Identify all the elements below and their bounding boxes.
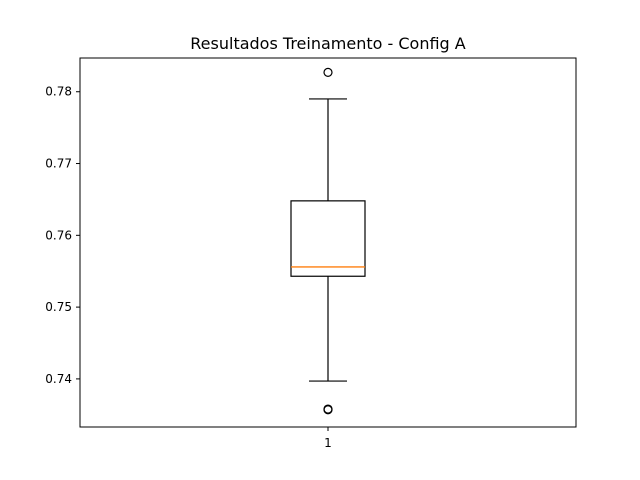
chart-title: Resultados Treinamento - Config A — [190, 34, 465, 53]
outlier-point — [323, 67, 333, 77]
outlier-point — [323, 405, 333, 415]
y-tick-label: 0.76 — [45, 228, 72, 242]
x-tick-label: 1 — [324, 436, 332, 450]
axes-frame — [79, 57, 577, 428]
y-tick-label: 0.74 — [45, 372, 72, 386]
y-tick-label: 0.77 — [45, 157, 72, 171]
y-tick-label: 0.75 — [45, 300, 72, 314]
y-tick-label: 0.78 — [45, 85, 72, 99]
iqr-box — [290, 200, 366, 277]
